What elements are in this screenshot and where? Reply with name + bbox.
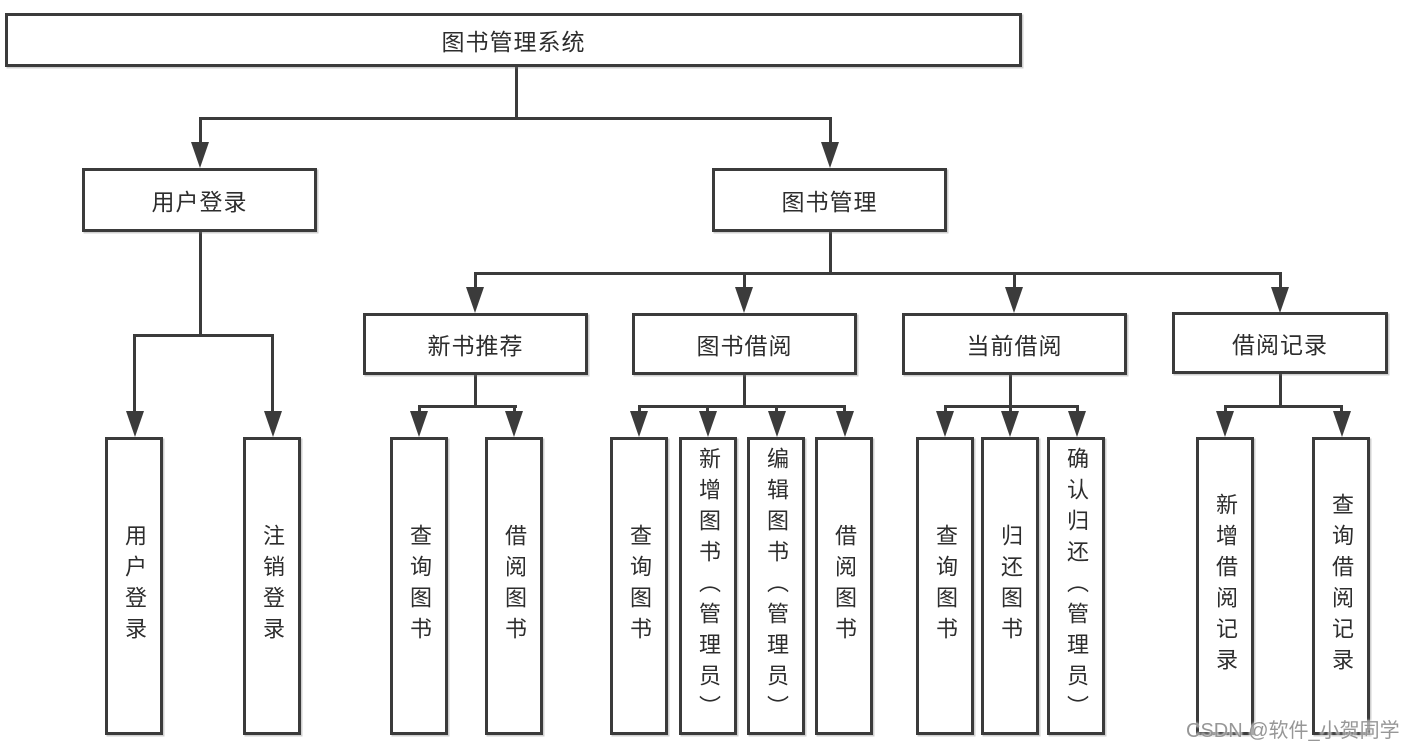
arrowhead-leaf (768, 411, 786, 437)
node-label: 新书推荐 (427, 333, 524, 359)
connector-current-stub (1009, 375, 1012, 407)
arrowhead-leaf (505, 411, 523, 437)
arrowhead-borrow-records (1271, 287, 1289, 313)
connector-l3-rail (474, 272, 1282, 275)
connector-drop (843, 405, 846, 413)
node-label: 用户登录 (151, 189, 248, 215)
arrowhead-leaf (1068, 411, 1086, 437)
node-label: 图书管理系统 (441, 29, 586, 55)
arrowhead-leaf (1001, 411, 1019, 437)
arrowhead-book-borrow (735, 287, 753, 313)
node-borrow-books-recommend: 借阅图书 (485, 437, 543, 735)
connector-drop (1224, 405, 1227, 413)
arrowhead-leaf (410, 411, 428, 437)
connector-drop (1076, 405, 1079, 413)
connector-drop (775, 405, 778, 413)
node-query-books-borrow: 查询图书 (610, 437, 668, 735)
node-confirm-return-admin: 确认归还（管理员） (1047, 437, 1105, 735)
connector-drop (1009, 405, 1012, 413)
connector-drop (944, 405, 947, 413)
connector-drop (1013, 272, 1016, 288)
node-query-books-recommend: 查询图书 (390, 437, 448, 735)
connector-drop (743, 272, 746, 288)
node-borrow-books: 借阅图书 (815, 437, 873, 735)
connector-drop (133, 334, 136, 412)
node-label: 新增图书（管理员） (696, 446, 721, 726)
connector-borrowing-stub (743, 375, 746, 407)
connector-records-stub (1279, 373, 1282, 407)
node-query-borrow-record: 查询借阅记录 (1312, 437, 1370, 735)
node-return-books: 归还图书 (981, 437, 1039, 735)
connector-drop (706, 405, 709, 413)
arrowhead-leaf (1333, 411, 1351, 437)
node-book-borrowing: 图书借阅 (632, 313, 857, 375)
connector-drop (271, 334, 274, 412)
node-label: 查询图书 (407, 524, 432, 648)
node-add-borrow-record: 新增借阅记录 (1196, 437, 1254, 735)
connector-userlogin-rail (133, 334, 274, 337)
connector-borrowing-rail (638, 405, 846, 408)
node-current-borrowing: 当前借阅 (902, 313, 1127, 375)
connector-drop (1340, 405, 1343, 413)
node-label: 当前借阅 (966, 333, 1063, 359)
connector-drop (513, 405, 516, 413)
node-label: 注销登录 (260, 524, 285, 648)
node-label: 查询图书 (627, 524, 652, 648)
node-user-login-leaf: 用户登录 (105, 437, 163, 735)
connector-root-stub (515, 67, 518, 119)
node-add-book-admin: 新增图书（管理员） (679, 437, 737, 735)
arrowhead-logout-leaf (264, 411, 282, 437)
connector-drop (1279, 272, 1282, 288)
arrowhead-new-book (466, 287, 484, 313)
node-label: 归还图书 (998, 524, 1023, 648)
arrowhead-leaf (699, 411, 717, 437)
node-borrowing-records: 借阅记录 (1172, 312, 1388, 374)
arrowhead-leaf (630, 411, 648, 437)
node-label: 编辑图书（管理员） (764, 446, 789, 726)
node-logout: 注销登录 (243, 437, 301, 735)
node-query-books-current: 查询图书 (916, 437, 974, 735)
node-label: 查询图书 (933, 524, 958, 648)
arrowhead-leaf (936, 411, 954, 437)
node-label: 借阅图书 (502, 524, 527, 648)
node-label: 图书借阅 (696, 333, 793, 359)
arrowhead-leaf (1216, 411, 1234, 437)
connector-recommend-rail (418, 405, 517, 408)
node-label: 借阅记录 (1232, 332, 1328, 358)
arrowhead-leaf (836, 411, 854, 437)
csdn-watermark: CSDN @软件_小贺同学 (1186, 720, 1400, 742)
node-book-management: 图书管理 (712, 168, 947, 232)
node-label: 图书管理 (781, 189, 878, 215)
arrowhead-login-leaf (126, 411, 144, 437)
node-user-login: 用户登录 (82, 168, 317, 232)
connector-l2-right-drop (829, 117, 832, 143)
node-new-book-recommendation: 新书推荐 (363, 313, 588, 375)
connector-drop (638, 405, 641, 413)
node-label: 确认归还（管理员） (1064, 446, 1089, 726)
node-label: 新增借阅记录 (1213, 493, 1238, 679)
connector-l2-left-drop (199, 117, 202, 143)
arrowhead-current-borrow (1005, 287, 1023, 313)
node-label: 用户登录 (122, 524, 147, 648)
connector-userlogin-stub (199, 232, 202, 336)
arrowhead-book-management (821, 142, 839, 168)
arrowhead-user-login (191, 142, 209, 168)
connector-recommend-stub (474, 375, 477, 407)
node-edit-book-admin: 编辑图书（管理员） (747, 437, 805, 735)
node-library-management-system: 图书管理系统 (5, 13, 1022, 67)
connector-bookmgmt-stub (829, 232, 832, 275)
connector-records-rail (1224, 405, 1343, 408)
connector-drop (474, 272, 477, 288)
connector-l2-rail (199, 117, 832, 120)
node-label: 借阅图书 (832, 524, 857, 648)
node-label: 查询借阅记录 (1329, 493, 1354, 679)
connector-drop (418, 405, 421, 413)
